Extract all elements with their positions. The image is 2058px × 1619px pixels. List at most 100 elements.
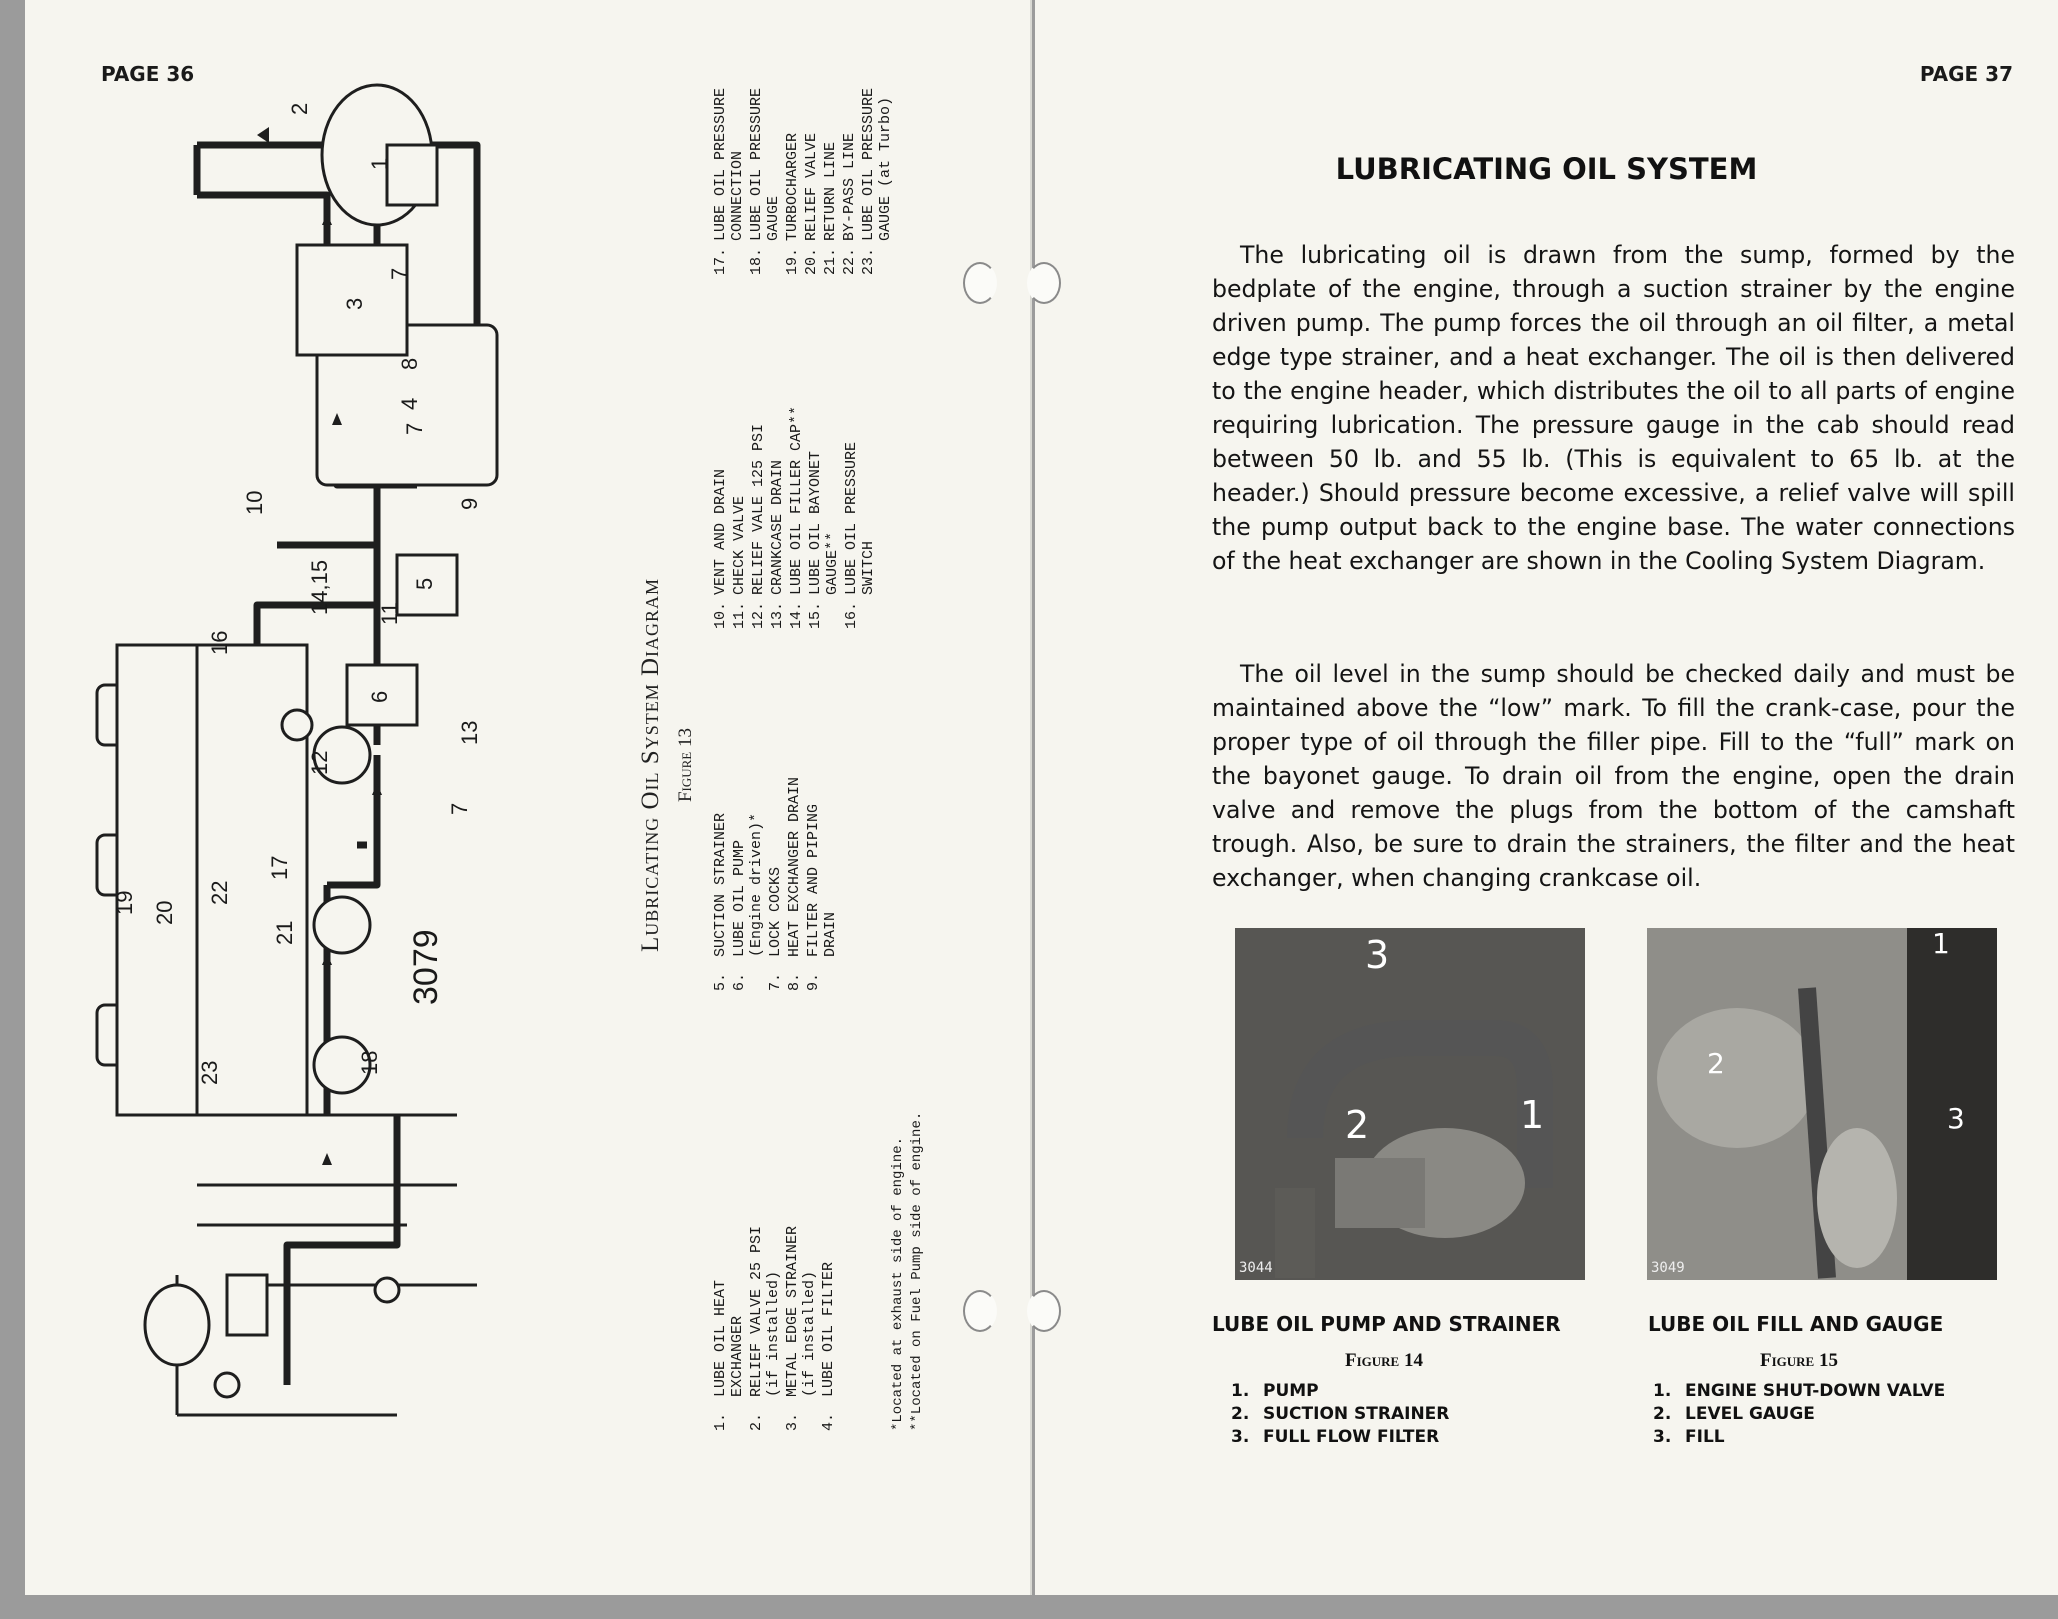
legend-item: 8.HEAT EXCHANGER DRAIN: [786, 651, 803, 991]
legend-item-text: LUBE OIL BAYONET GAUGE**: [807, 450, 841, 595]
legend-item-text: FILTER AND PIPING DRAIN: [805, 803, 839, 957]
figure-list-number: 1.: [1231, 1381, 1250, 1401]
legend-item-number: 16.: [843, 601, 860, 629]
rotated-diagram-block: 1 2 3 4 5 6 7 7 7 8 9 10 11 12 13 14,15 …: [77, 5, 937, 1445]
svg-text:1: 1: [1520, 1093, 1544, 1137]
legend-item-number: 20.: [803, 247, 820, 275]
paragraph-oil-flow: The lubricating oil is drawn from the su…: [1212, 240, 2015, 575]
figure14-caption: LUBE OIL PUMP AND STRAINER: [1212, 1312, 1561, 1336]
svg-text:1: 1: [1932, 928, 1950, 960]
legend-item: 23. LUBE OIL PRESSURE GAUGE (at Turbo): [860, 5, 894, 275]
legend-item: 21.RETURN LINE: [822, 5, 839, 275]
legend-item: 5.SUCTION STRAINER: [712, 651, 729, 991]
legend-item: 10.VENT AND DRAIN: [712, 269, 729, 629]
legend-item-number: 3.: [784, 1412, 801, 1431]
svg-text:23: 23: [197, 1061, 222, 1085]
svg-text:3: 3: [1365, 933, 1389, 977]
legend-item-text: RELIEF VALE 125 PSI: [750, 423, 767, 595]
legend-item: 15.LUBE OIL BAYONET GAUGE**: [807, 269, 841, 629]
svg-text:5: 5: [412, 578, 437, 590]
binder-hole-top-right: [1027, 262, 1061, 304]
legend-item-number: 18.: [748, 247, 765, 275]
legend-item-text: METAL EDGE STRAINER (if installed): [784, 1225, 818, 1397]
svg-text:11: 11: [377, 602, 402, 625]
legend-item: 6.LUBE OIL PUMP (Engine driven)*: [731, 651, 765, 991]
figure-list-item: 2. LEVEL GAUGE: [1653, 1403, 1945, 1426]
legend-item: 14.LUBE OIL FILLER CAP**: [788, 269, 805, 629]
svg-text:9: 9: [457, 498, 482, 510]
figure-list-item: 1.ENGINE SHUT-DOWN VALVE: [1653, 1380, 1945, 1403]
note-fuel-pump-side: **Located on Fuel Pump side of engine.: [909, 1111, 925, 1431]
legend-item: 3. METAL EDGE STRAINER (if installed): [784, 991, 818, 1431]
svg-text:14,15: 14,15: [307, 560, 332, 615]
legend-item-text: VENT AND DRAIN: [712, 468, 729, 595]
fill-gauge-photo-illustration: 231: [1647, 928, 1997, 1280]
svg-text:16: 16: [207, 631, 232, 655]
legend-item-text: RETURN LINE: [822, 141, 839, 241]
legend-item-number: 1.: [712, 1412, 729, 1431]
svg-text:12: 12: [307, 751, 332, 775]
legend-item: 1. LUBE OIL HEAT EXCHANGER: [712, 991, 746, 1431]
svg-text:2: 2: [287, 103, 312, 115]
binder-hole-bottom-right: [1027, 1290, 1061, 1332]
legend-item-number: 23.: [860, 247, 877, 275]
legend-item-number: 11.: [731, 601, 748, 629]
figure-list-text: LEVEL GAUGE: [1685, 1404, 1815, 1424]
binder-hole-top: [963, 262, 997, 304]
legend-item-text: HEAT EXCHANGER DRAIN: [786, 776, 803, 957]
page-number-right: PAGE 37: [1919, 62, 2013, 86]
figure-list-text: ENGINE SHUT-DOWN VALVE: [1685, 1381, 1946, 1401]
photo2-id: 3049: [1651, 1260, 1685, 1276]
legend-item: 12.RELIEF VALE 125 PSI: [750, 269, 767, 629]
legend-item: 22.BY-PASS LINE: [841, 5, 858, 275]
figure-list-item: 1.PUMP: [1231, 1380, 1449, 1403]
legend-item-number: 2.: [748, 1412, 765, 1431]
figure14-number: Figure 14: [1345, 1350, 1423, 1371]
figure-list-item: 2.SUCTION STRAINER: [1231, 1403, 1449, 1426]
legend-item-text: LUBE OIL HEAT EXCHANGER: [712, 1279, 746, 1397]
figure-list-text: FULL FLOW FILTER: [1263, 1427, 1440, 1447]
note-exhaust-side: *Located at exhaust side of engine.: [890, 1136, 906, 1431]
photo1-id: 3044: [1239, 1260, 1273, 1276]
svg-text:2: 2: [1707, 1047, 1725, 1080]
figure-list-text: FILL: [1685, 1427, 1725, 1447]
legend-item-text: LUBE OIL PRESSURE GAUGE (at Turbo): [860, 87, 894, 241]
legend-item-number: 4.: [820, 1412, 837, 1431]
right-page: PAGE 37 LUBRICATING OIL SYSTEM The lubri…: [1027, 0, 2058, 1595]
legend-item: 9. FILTER AND PIPING DRAIN: [805, 651, 839, 991]
svg-text:4: 4: [397, 398, 422, 410]
svg-text:17: 17: [267, 856, 292, 880]
legend-item-text: TURBOCHARGER: [784, 132, 801, 241]
svg-text:10: 10: [242, 491, 267, 515]
legend-item-number: 9.: [805, 972, 822, 991]
lubricating-oil-system-diagram: 1 2 3 4 5 6 7 7 7 8 9 10 11 12 13 14,15 …: [95, 83, 499, 1417]
svg-text:22: 22: [207, 881, 232, 905]
figure-list-item: 3.FULL FLOW FILTER: [1231, 1426, 1449, 1449]
diagram-figure-number: Figure 13: [675, 727, 696, 803]
legend-notes: *Located at exhaust side of engine. **Lo…: [889, 1112, 927, 1431]
legend-item-number: 7.: [767, 972, 784, 991]
legend-item: 7.LOCK COCKS: [767, 651, 784, 991]
svg-text:7: 7: [447, 803, 472, 815]
legend-item: 20.RELIEF VALVE: [803, 5, 820, 275]
legend-item-text: CHECK VALVE: [731, 495, 748, 595]
legend-item-text: LUBE OIL PRESSURE GAUGE: [748, 87, 782, 241]
svg-text:8: 8: [397, 358, 422, 370]
legend-item-text: RELIEF VALVE 25 PSI (if installed): [748, 1225, 782, 1397]
figure-list-number: 2.: [1653, 1404, 1672, 1424]
svg-text:3079: 3079: [407, 929, 445, 1005]
svg-text:19: 19: [112, 891, 137, 915]
paragraph-oil-level: The oil level in the sump should be chec…: [1212, 659, 2015, 892]
legend-item-text: LUBE OIL PUMP (Engine driven)*: [731, 812, 765, 957]
figure15-caption: LUBE OIL FILL AND GAUGE: [1648, 1312, 1944, 1336]
legend-item-text: BY-PASS LINE: [841, 132, 858, 241]
legend-item-text: LUBE OIL PRESSURE CONNECTION: [712, 87, 746, 241]
svg-text:3: 3: [342, 298, 367, 310]
legend-item-number: 5.: [712, 972, 729, 991]
